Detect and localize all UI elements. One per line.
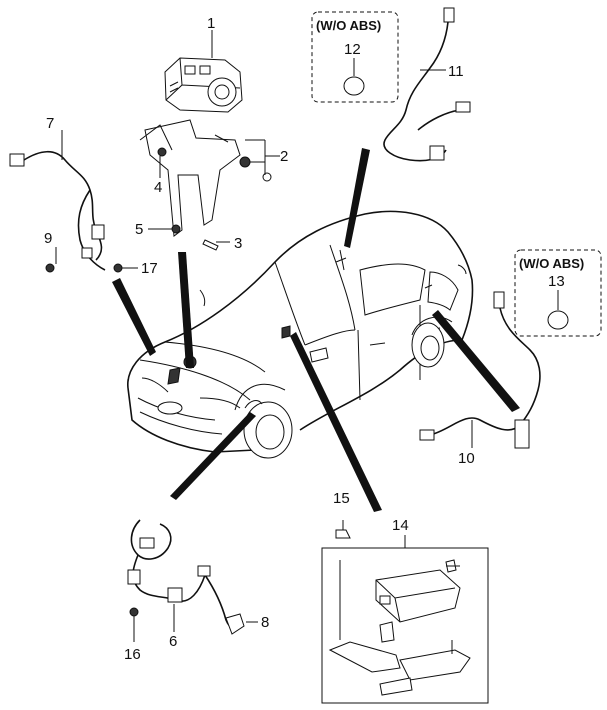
front-wheel-sensor-harness (127, 519, 258, 642)
pointer-rear-top-harness (344, 148, 370, 248)
callout-lines-bracket (148, 139, 280, 243)
callout-labels: 1 2 3 4 5 6 7 8 9 10 11 12 13 14 15 16 1… (44, 15, 584, 663)
callout-1: 1 (207, 15, 215, 32)
callout-10: 10 (458, 450, 475, 467)
callout-8: 8 (261, 614, 269, 631)
callout-9: 9 (44, 230, 52, 247)
callout-3: 3 (234, 235, 242, 252)
pointer-rear-right-harness (432, 310, 520, 412)
rear-sensor-harness-top (383, 7, 471, 162)
callout-11: 11 (448, 63, 464, 80)
callout-7: 7 (46, 115, 54, 132)
callout-6: 6 (169, 633, 177, 650)
control-module-box (321, 520, 489, 704)
callout-2: 2 (280, 148, 288, 165)
callout-16: 16 (124, 646, 141, 663)
callout-14: 14 (392, 517, 409, 534)
wo-abs-label-top: (W/O ABS) (316, 18, 381, 33)
callout-17: 17 (141, 260, 158, 277)
pointer-wedges (112, 148, 520, 512)
rear-sensor-harness-right (419, 291, 541, 449)
pointer-abs-unit (178, 252, 194, 368)
callout-13: 13 (548, 273, 565, 290)
abs-bracket (139, 119, 272, 251)
front-left-sensor-harness (9, 130, 138, 273)
wo-abs-box-top (311, 11, 399, 103)
abs-hydraulic-unit (164, 30, 243, 113)
pointer-front-wheel-harness (170, 412, 256, 500)
pointer-control-module (290, 332, 382, 512)
callout-15: 15 (333, 490, 350, 507)
pointer-front-left-harness (112, 278, 156, 356)
callout-5: 5 (135, 221, 143, 238)
car-body (127, 210, 474, 459)
callout-4: 4 (154, 179, 162, 196)
callout-12: 12 (344, 41, 361, 58)
wo-abs-label-right: (W/O ABS) (519, 256, 584, 271)
wo-abs-box-right (514, 249, 602, 337)
